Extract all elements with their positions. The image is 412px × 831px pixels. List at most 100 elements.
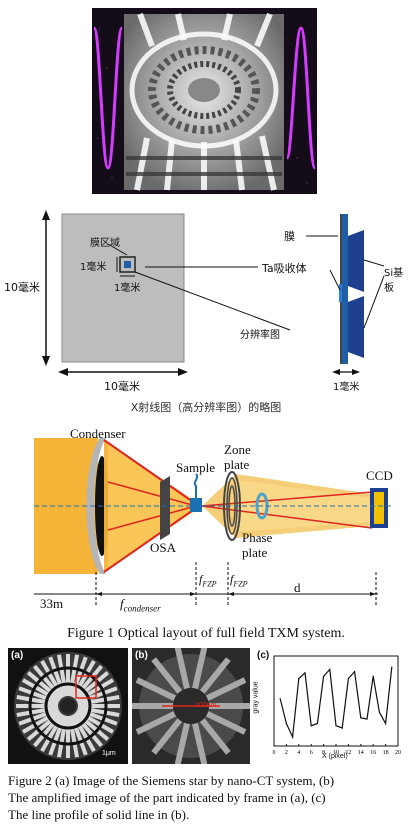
star-spoke (67, 654, 79, 697)
star-spoke (26, 671, 62, 702)
figure-2-caption-line-3: The line profile of solid line in (b). (8, 807, 190, 822)
profile-point (360, 717, 362, 719)
resolution-pattern-diagram: 10毫米 10毫米 膜区域 1毫米 1毫米 膜 Ta吸收体 Si基板 分辨率图 … (0, 200, 412, 415)
star-spoke (48, 714, 67, 756)
scale-bar-b: 100nm (195, 702, 217, 709)
x-tick-label: 6 (310, 750, 313, 756)
membrane-square (61, 213, 185, 363)
star-spoke (199, 657, 231, 694)
profile-point (298, 677, 300, 680)
profile-point (279, 698, 281, 700)
star-spoke (57, 654, 69, 697)
profile-point (304, 672, 306, 674)
star-spoke (40, 713, 65, 753)
x-tick-label: 16 (370, 750, 376, 756)
zone-plate-label: Zone plate (224, 442, 251, 472)
diagram-caption: X射线图（高分辨率图）的略图 (130, 401, 282, 414)
small-side-label: 1毫米 (80, 262, 107, 273)
f-fzp-label-1: fFZP (199, 572, 217, 589)
x-tick-label: 18 (383, 750, 389, 756)
thickness-label: 1毫米 (333, 382, 360, 393)
profile-point (292, 736, 294, 738)
star-spoke (69, 656, 88, 698)
substrate-label: Si基板 (384, 268, 404, 294)
star-spoke (151, 718, 183, 755)
profile-point (385, 722, 387, 725)
star-spoke (16, 695, 59, 707)
star-spoke (72, 712, 103, 748)
osa-label: OSA (150, 540, 177, 555)
sample-label: Sample (176, 460, 215, 475)
panel-b-label: (b) (135, 650, 148, 661)
star-spoke (16, 705, 59, 717)
profile-point (323, 675, 325, 677)
profile-point (354, 671, 356, 673)
star-spoke (135, 677, 177, 701)
resolution-diagram-svg (42, 210, 385, 376)
sample-holder (190, 498, 202, 512)
siemens-star-panel-b: (b) 100nm (131, 646, 251, 766)
x-tick-label: 2 (285, 750, 288, 756)
x-tick-label: 14 (358, 750, 364, 756)
chart-xlabel: X (pixel) (322, 753, 348, 760)
resolution-chart-mark (124, 261, 131, 268)
scale-bar-a: 1μm (102, 750, 116, 757)
f-fzp-label-2: fFZP (230, 572, 248, 589)
figure-2-caption-line-1: Figure 2 (a) Image of the Siemens star b… (8, 773, 335, 788)
ccd-sensor (374, 492, 384, 524)
profile-point (391, 666, 393, 668)
x-tick-label: 20 (395, 750, 401, 756)
absorber-label: Ta吸收体 (262, 262, 307, 275)
star-spoke (18, 707, 60, 726)
star-spoke (26, 710, 62, 741)
star-spoke (67, 715, 79, 758)
star-spoke (69, 714, 88, 756)
star-spoke (205, 711, 247, 735)
figure-1-caption: Figure 1 Optical layout of full field TX… (67, 626, 345, 641)
bottom-length-label: 10毫米 (104, 380, 140, 393)
profile-point (378, 711, 380, 713)
profile-point (366, 718, 368, 720)
x-tick-label: 8 (322, 750, 325, 756)
profile-series-line (279, 667, 393, 740)
star-spoke (77, 705, 120, 717)
star-spoke (199, 718, 231, 755)
side-length-label: 10毫米 (4, 281, 40, 294)
star-spoke (33, 712, 64, 748)
phase-plate-label: Phase plate (242, 530, 273, 560)
star-spoke (76, 707, 118, 726)
star-spoke (174, 722, 190, 766)
optical-layout-svg (34, 438, 392, 607)
panel-c-label: (c) (257, 650, 270, 661)
star-spoke (21, 709, 61, 734)
x-tick-label: 10 (333, 750, 339, 756)
x-tick-label: 4 (297, 750, 300, 756)
profile-point (335, 725, 337, 727)
small-bottom-label: 1毫米 (114, 283, 141, 294)
profile-point (347, 677, 349, 680)
star-spoke (192, 722, 208, 766)
profile-point (341, 727, 343, 729)
siemens-star-image-a (14, 652, 122, 760)
d-label: d (294, 580, 301, 595)
star-spoke (48, 656, 67, 698)
star-spoke (40, 659, 65, 699)
star-spoke (174, 646, 190, 690)
star-spoke (205, 677, 247, 701)
x-tick-label: 12 (345, 750, 351, 756)
panel-a-label: (a) (11, 650, 24, 661)
zone-plate-photo (92, 8, 317, 194)
star-spoke (33, 664, 64, 700)
profile-point (285, 722, 287, 725)
condenser-label: Condenser (70, 426, 126, 441)
star-spoke (74, 710, 110, 741)
profile-point (329, 668, 331, 671)
star-spoke (192, 646, 208, 690)
zone-plate-lens (223, 471, 241, 541)
resolution-chart-label: 分辨率图 (240, 330, 280, 341)
figure-2-caption: Figure 2 (a) Image of the Siemens star b… (8, 772, 408, 823)
film-label: 膜 (284, 230, 295, 243)
ccd-label: CCD (366, 468, 393, 483)
f-condenser-label: fcondenser (120, 596, 161, 614)
